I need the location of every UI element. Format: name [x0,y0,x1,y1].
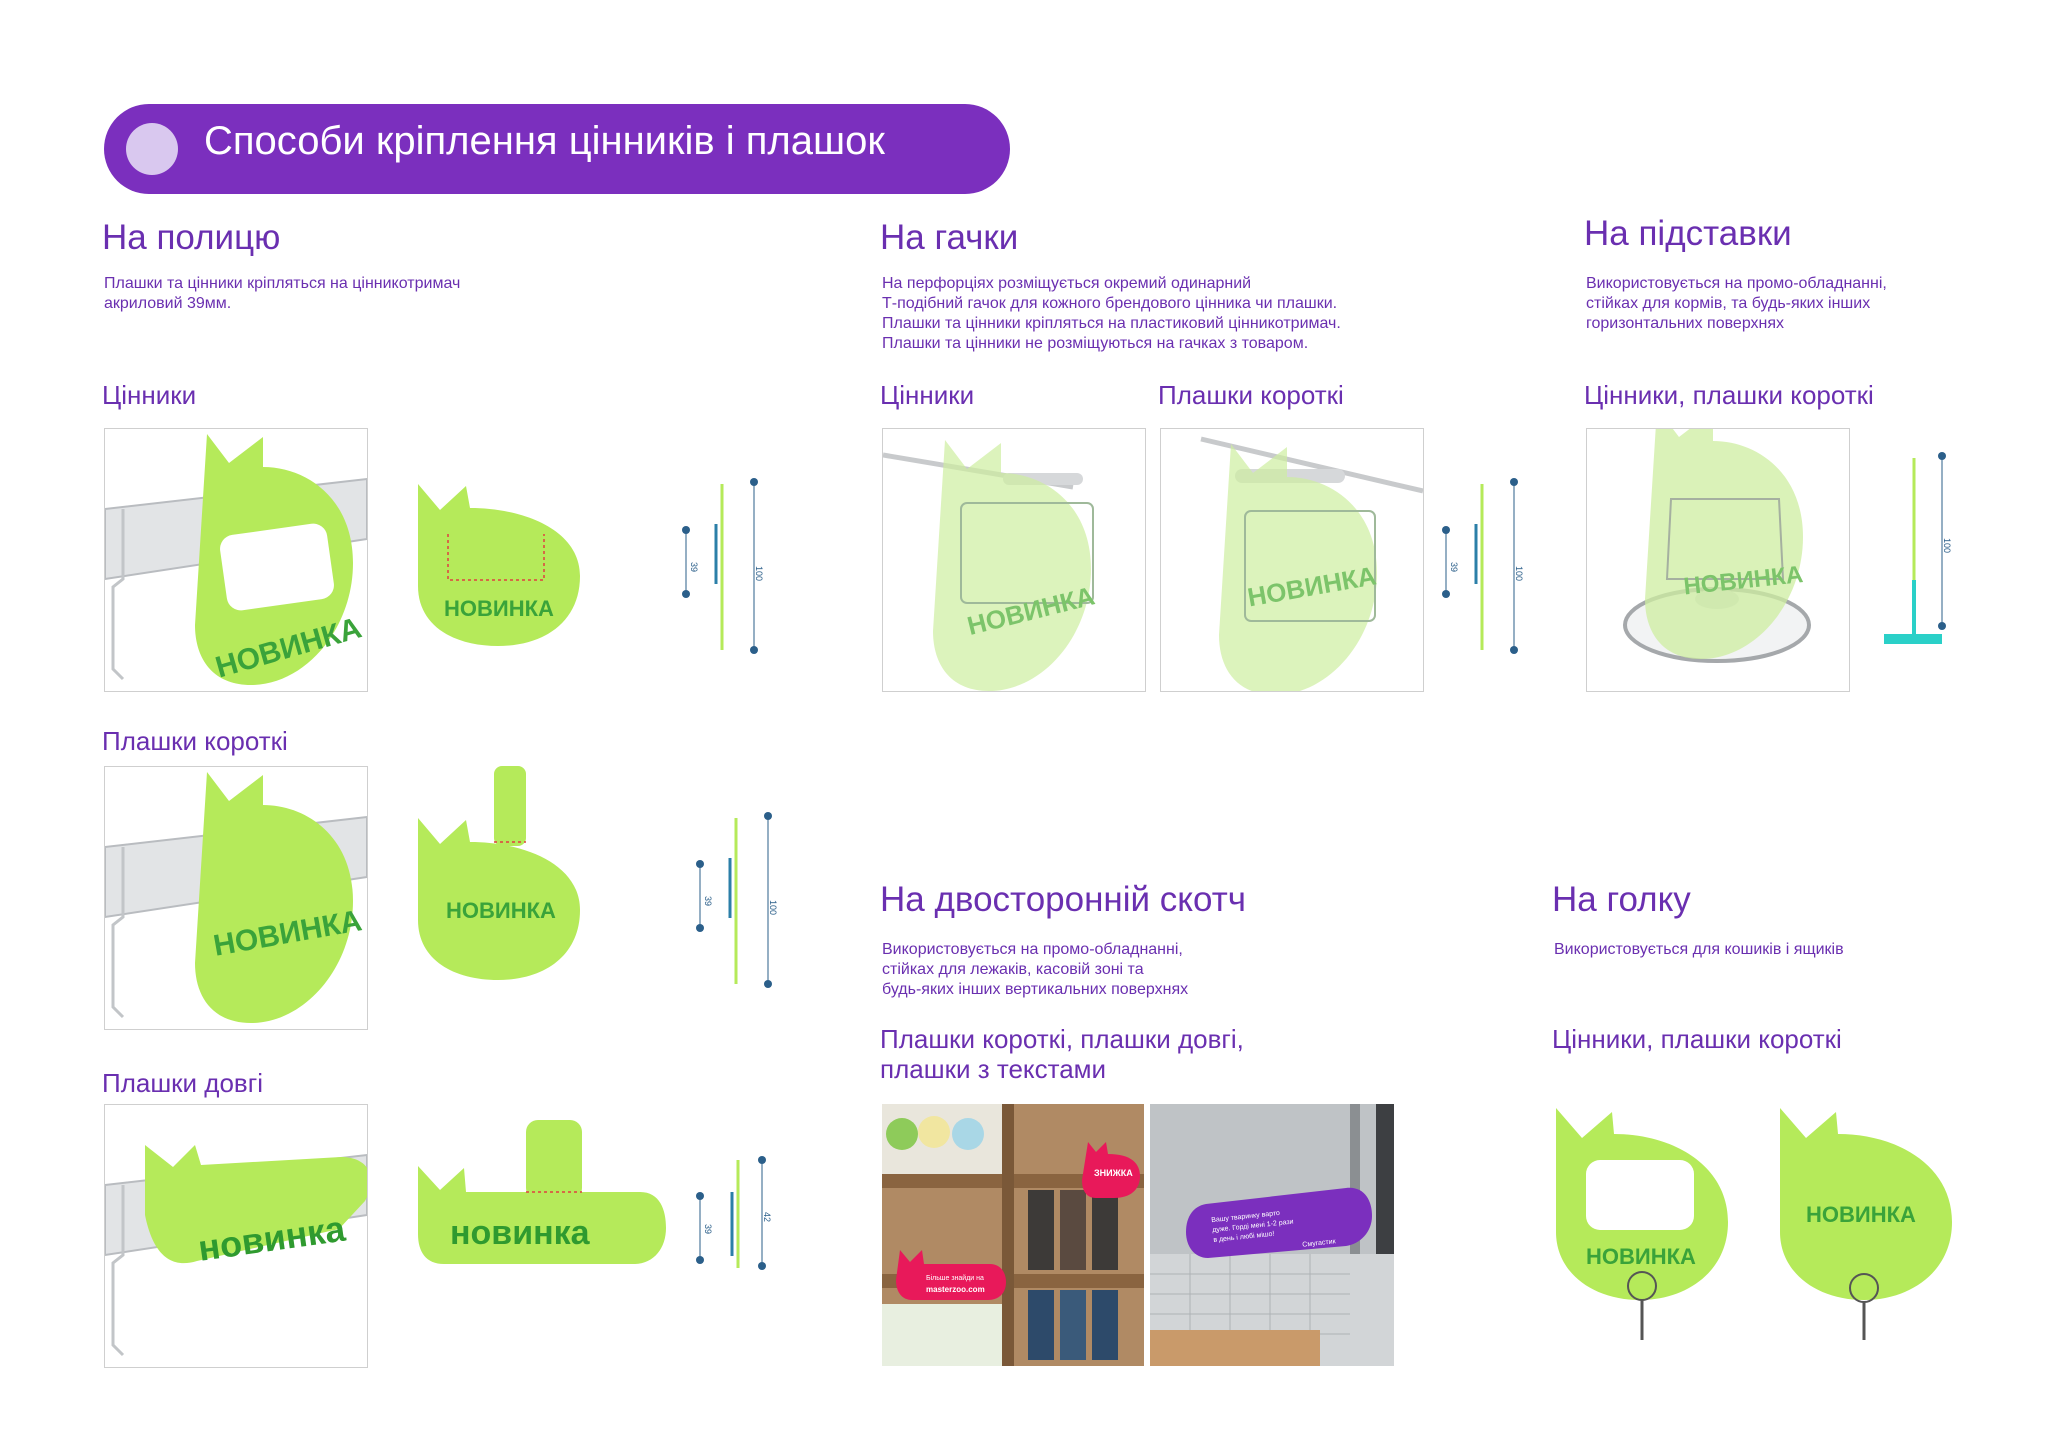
sign-text: Смугастик [1302,1238,1337,1249]
hooks-short-frame: НОВИНКА [1160,428,1424,692]
dim-label: 100 [1942,538,1952,553]
label-word: НОВИНКА [444,596,554,621]
stands-frame: НОВИНКА [1586,428,1850,692]
title-banner [104,104,1010,194]
dim-label: 100 [1514,566,1524,581]
shelf-long-flat: новинка [418,1120,666,1264]
shelf-price-tag-dimensions: 39 100 [682,478,764,654]
label-word: НОВИНКА [1586,1244,1696,1269]
shelf-heading: На полицю [102,218,281,257]
tape-photo-wall: Вашу тваринку варто дуже. Горді мені 1-2… [1150,1104,1394,1366]
needle-sub: Цінники, плашки короткі [1552,1024,1842,1054]
hooks-dimensions: 39 100 [1442,478,1524,654]
shelf-sub-price-tags: Цінники [102,380,197,410]
pink-bubble-text: masterzoo.com [926,1285,985,1294]
dim-label: 39 [703,1224,713,1234]
title-dot-icon [126,123,178,175]
hooks-price-tag-frame: НОВИНКА [882,428,1146,692]
hooks-sub-price-tags: Цінники [880,380,975,410]
hooks-heading: На гачки [880,218,1019,257]
label-word: новинка [450,1214,591,1252]
dim-label: 39 [1449,562,1459,572]
shelf-sub-short: Плашки короткі [102,726,288,756]
needle-short-tag: НОВИНКА [1780,1108,1952,1340]
needle-price-tag: НОВИНКА [1556,1108,1728,1340]
tape-heading: На двосторонній скотч [880,880,1246,919]
stands-heading: На підставки [1584,214,1792,253]
tape-sub-line1: Плашки короткі, плашки довгі, [880,1024,1244,1054]
needle-description: Використовується для кошиків і ящиків [1554,941,1844,958]
stands-dimensions: 100 [1884,452,1952,644]
dim-label: 39 [703,896,713,906]
hooks-description: На перфорціях розміщується окремий одина… [882,275,1341,352]
shelf-price-tag-flat: НОВИНКА [418,484,580,646]
shelf-long-frame: новинка [104,1104,368,1368]
pink-bubble-text: Більше знайди на [926,1274,984,1282]
shelf-short-frame: НОВИНКА [104,766,368,1030]
shelf-description: Плашки та цінники кріпляться на цінникот… [104,275,461,312]
shelf-sub-long: Плашки довгі [102,1068,264,1098]
tape-description: Використовується на промо-обладнанні, ст… [882,941,1189,998]
label-word: НОВИНКА [446,898,556,923]
shelf-short-dimensions: 39 100 [696,812,778,988]
shelf-long-dimensions: 39 42 [696,1156,772,1270]
label-word: НОВИНКА [1806,1202,1916,1227]
stands-description: Використовується на промо-обладнанні, ст… [1586,275,1887,332]
needle-heading: На голку [1552,880,1691,919]
tape-photo-shelf: ЗНИЖКА Більше знайди на masterzoo.com [882,1104,1144,1366]
hooks-sub-short: Плашки короткі [1158,380,1344,410]
dim-label: 42 [762,1212,772,1222]
tape-sub-line2: плашки з текстами [880,1054,1107,1084]
page-title: Способи кріплення цінників і плашок [204,119,885,163]
shelf-price-tag-frame: НОВИНКА [104,428,368,692]
shelf-short-flat: НОВИНКА [418,766,580,980]
dim-label: 39 [689,562,699,572]
dim-label: 100 [768,900,778,915]
stands-sub: Цінники, плашки короткі [1584,380,1874,410]
pink-tag-text: ЗНИЖКА [1094,1168,1133,1178]
dim-label: 100 [754,566,764,581]
